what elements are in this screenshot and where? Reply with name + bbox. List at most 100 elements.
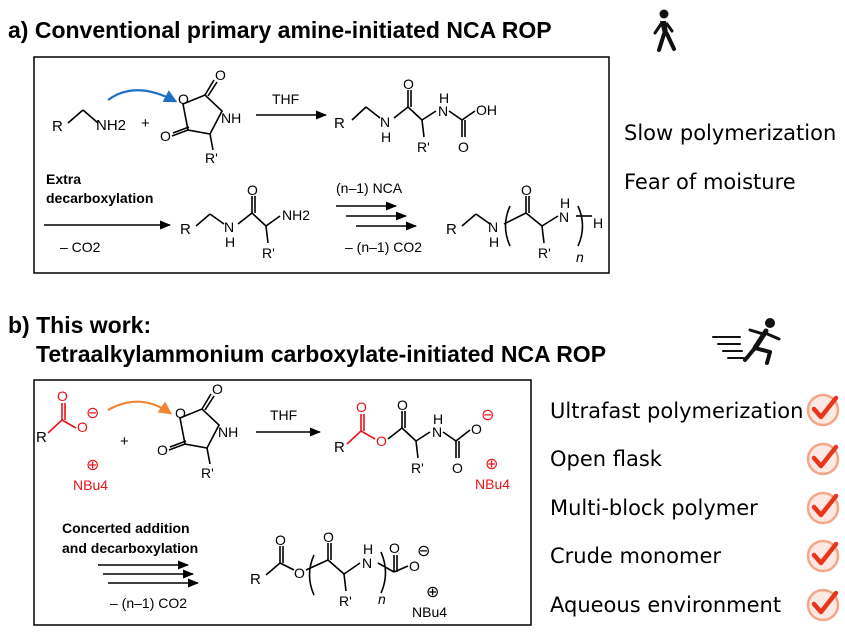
feature-ultrafast-polymerization: Ultrafast polymerization [550,399,803,423]
amide-o: O [521,182,532,198]
amide-n: N [488,219,498,235]
carbonyl-o-1: O [212,381,223,397]
ester-o: O [376,433,387,449]
decarboxylation-label: decarboxylation [46,190,153,206]
orange-attack-arrow [107,400,173,415]
positive-charge: ⊕ [86,457,99,474]
positive-charge: ⊕ [485,456,498,473]
walking-person-icon [653,9,676,52]
amide-h: H [489,234,499,250]
carbamate-h: H [439,90,449,106]
nh2-label: NH2 [96,117,126,134]
check-circle-icon [806,491,840,525]
feature-multi-block-polymer: Multi-block polymer [550,496,758,520]
ring-nh: NH [218,424,238,440]
plus-sign: + [120,433,129,450]
carboxylate-initiator [47,403,77,434]
ring-nh: NH [221,110,241,126]
amide-o: O [403,76,414,92]
propagation-arrows-a [336,201,418,231]
acid-o: O [458,139,469,155]
carbonyl-o-2: O [157,442,168,458]
r-prime-label: R' [417,139,430,155]
carbamate-h: H [433,411,443,427]
minus-n-1-co2-label: – (n–1) CO2 [345,239,422,255]
scheme-b-box [33,379,532,626]
minus-co2-label: – CO2 [60,239,101,255]
check-circle-icon [806,539,840,573]
carboxylate-o: O [57,388,68,404]
r-prime-label: R' [262,245,275,261]
nbu4-label: NBu4 [73,477,108,493]
r-label: R [250,571,261,588]
negative-charge: ⊖ [417,543,430,560]
plus-sign: + [141,115,150,132]
carbonyl-o-1: O [215,67,226,83]
product-amine [195,196,281,244]
acid-oh: OH [476,102,497,118]
nca-ring-a [171,79,223,151]
scheme-a-box [33,56,610,274]
repeat-n: n [378,591,386,607]
check-circle-icon [806,588,840,622]
negative-charge: ⊖ [481,407,494,424]
polymer-b [265,543,409,596]
terminal-o: O [389,540,400,556]
section-b-title-line2: Tetraalkylammonium carboxylate-initiated… [36,341,606,367]
propagation-arrows-b [98,560,200,588]
r-label: R [36,429,47,446]
amide-n: N [224,219,234,235]
terminal-h: H [593,215,603,231]
blue-attack-arrow [107,89,178,103]
product-carbamate-black [387,411,471,459]
r-label: R [52,118,63,135]
carbonyl-o: O [397,397,408,413]
amide-o: O [323,529,334,545]
nh2-label: NH2 [282,207,310,223]
r-prime-label: R' [339,593,352,609]
chain-h: H [560,195,570,211]
nbu4-label: NBu4 [475,476,510,492]
carbamate-o-minus: O [471,421,482,437]
section-a-title: a) Conventional primary amine-initiated … [8,17,552,43]
section-b-title-line1: b) This work: [8,312,151,338]
carbonyl-o-2: O [160,128,171,144]
feature-crude-monomer: Crude monomer [550,544,721,568]
negative-charge: ⊖ [86,405,99,422]
carbamate-o: O [452,460,463,476]
check-circle-icon [806,393,840,427]
ester-o-double: O [275,532,286,548]
chain-n: N [362,555,372,571]
extra-label: Extra [46,171,81,187]
product-carbamic-acid [351,90,476,138]
r-prime-label: R' [411,460,424,476]
product-carbamate-red [346,414,376,445]
terminal-o-minus: O [409,558,420,574]
feature-fear-of-moisture: Fear of moisture [624,170,796,194]
r-prime-label: R' [538,245,551,261]
amide-h: H [225,234,235,250]
decarboxylation-label: and decarboxylation [62,540,198,556]
amide-o: O [247,182,258,198]
chain-n: N [559,209,569,225]
ring-o: O [175,405,186,421]
ring-o: O [178,91,189,107]
feature-open-flask: Open flask [550,447,663,471]
minus-n-1-co2-label: – (n–1) CO2 [110,595,187,611]
feature-slow-polymerization: Slow polymerization [624,121,836,145]
thf-label: THF [272,91,299,107]
nbu4-label: NBu4 [412,604,447,620]
n-minus-1-nca-label: (n–1) NCA [336,180,403,196]
feature-aqueous-environment: Aqueous environment [550,593,781,617]
r-label: R [334,115,345,132]
r-prime-label: R' [201,465,214,481]
running-person-icon [712,318,781,365]
positive-charge: ⊕ [426,584,439,601]
carbamate-n: N [438,103,448,119]
carboxylate-o-minus: O [77,419,88,435]
carbamate-n: N [432,424,442,440]
nca-ring-b [168,393,220,465]
thf-label: THF [270,407,297,423]
